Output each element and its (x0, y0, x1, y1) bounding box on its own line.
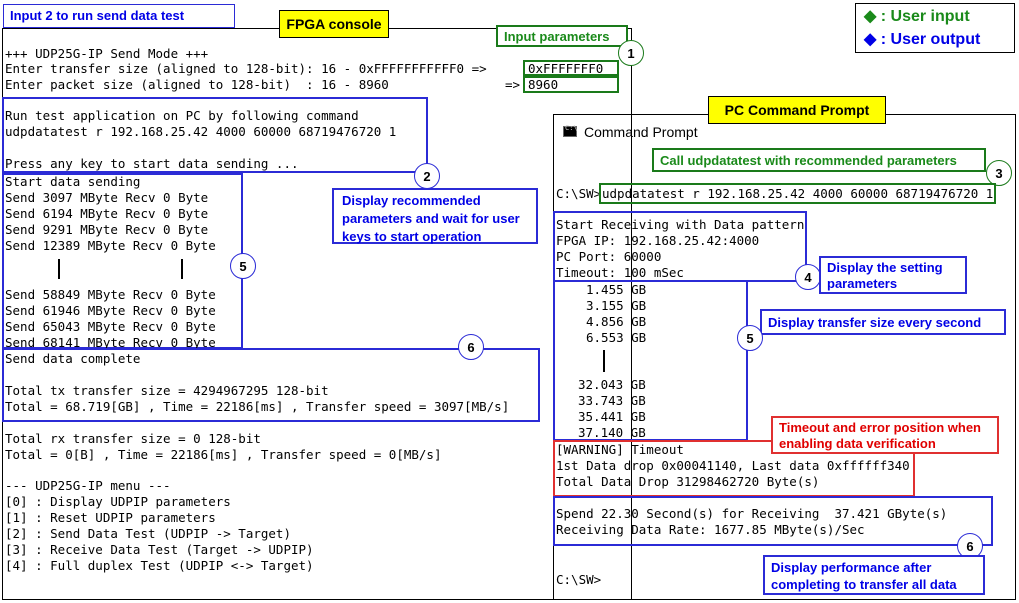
title-pc-command-prompt: PC Command Prompt (708, 96, 886, 124)
marker-3: 3 (986, 160, 1012, 186)
fpga-run-line1: Run test application on PC by following … (5, 108, 359, 123)
fpga-total-tx-line: Total = 68.719[GB] , Time = 22186[ms] , … (5, 399, 510, 414)
callout-performance: Display performance after completing to … (763, 555, 985, 595)
callout-call-udpdatatest: Call udpdatatest with recommended parame… (652, 148, 986, 172)
marker-2: 2 (414, 163, 440, 189)
fpga-prompt-packet: Enter packet size (aligned to 128-bit) :… (5, 77, 389, 92)
fpga-start-sending: Start data sending (5, 174, 141, 189)
marker-4: 4 (795, 264, 821, 290)
marker-6a: 6 (458, 334, 484, 360)
ellipsis-bar (181, 259, 183, 279)
performance-box (553, 496, 993, 546)
ellipsis-bar (603, 350, 605, 372)
send-line: Send 65043 MByte Recv 0 Byte (5, 319, 216, 334)
menu-item: [2] : Send Data Test (UDPIP -> Target) (5, 526, 291, 541)
menu-item: [0] : Display UDPIP parameters (5, 494, 231, 509)
pc-command: udpdatatest r 192.168.25.42 4000 60000 6… (602, 186, 994, 201)
fpga-total-rx-line: Total = 0[B] , Time = 22186[ms] , Transf… (5, 447, 442, 462)
setting-line: Timeout: 100 mSec (556, 265, 684, 280)
callout-input-parameters: Input parameters (496, 25, 628, 47)
perf-line: Spend 22.30 Second(s) for Receiving 37.4… (556, 506, 948, 521)
size-line: 33.743 GB (578, 393, 646, 408)
marker-5b: 5 (737, 325, 763, 351)
fpga-total-tx: Total tx transfer size = 4294967295 128-… (5, 383, 329, 398)
warning-line: Total Data Drop 31298462720 Byte(s) (556, 474, 820, 489)
complete-box (2, 348, 540, 422)
callout-transfer-size: Display transfer size every second (760, 309, 1006, 335)
fpga-prompt-packet-arrow: => (505, 77, 521, 92)
marker-1: 1 (618, 40, 644, 66)
setting-line: FPGA IP: 192.168.25.42:4000 (556, 233, 760, 248)
warning-line: 1st Data drop 0x00041140, Last data 0xff… (556, 458, 910, 473)
fpga-prompt-transfer: Enter transfer size (aligned to 128-bit)… (5, 61, 487, 76)
send-line: Send 12389 MByte Recv 0 Byte (5, 238, 216, 253)
size-line: 37.140 GB (578, 425, 646, 440)
input-packet-size-box (523, 76, 619, 93)
input-transfer-size-value: 0xFFFFFFF0 (528, 61, 604, 76)
size-line: 32.043 GB (578, 377, 646, 392)
fpga-header: +++ UDP25G-IP Send Mode +++ (5, 46, 209, 61)
fpga-complete: Send data complete (5, 351, 141, 366)
send-line: Send 61946 MByte Recv 0 Byte (5, 303, 216, 318)
menu-item: [4] : Full duplex Test (UDPIP <-> Target… (5, 558, 314, 573)
cmd-window-title: Command Prompt (584, 124, 698, 140)
menu-item: [1] : Reset UDPIP parameters (5, 510, 216, 525)
pc-prompt: C:\SW> (556, 186, 602, 201)
size-line: 6.553 GB (586, 330, 647, 345)
legend-user-input: ◆ : User input (864, 8, 970, 25)
legend-user-output: ◆ : User output (864, 31, 981, 48)
pc-final-prompt: C:\SW> (556, 572, 602, 587)
perf-line: Receiving Data Rate: 1677.85 MByte(s)/Se… (556, 522, 865, 537)
recommended-box (2, 97, 428, 173)
setting-line: Start Receiving with Data pattern (556, 217, 805, 232)
fpga-run-line2: udpdatatest r 192.168.25.42 4000 60000 6… (5, 124, 397, 139)
title-fpga-console: FPGA console (279, 10, 389, 38)
send-line: Send 9291 MByte Recv 0 Byte (5, 222, 209, 237)
marker-6b: 6 (957, 533, 983, 559)
send-line: Send 3097 MByte Recv 0 Byte (5, 190, 209, 205)
warning-line: [WARNING] Timeout (556, 442, 684, 457)
send-line: Send 68141 MByte Recv 0 Byte (5, 335, 216, 350)
ellipsis-bar (58, 259, 60, 279)
size-line: 3.155 GB (586, 298, 647, 313)
size-line: 35.441 GB (578, 409, 646, 424)
legend-box (855, 3, 1015, 53)
fpga-press-key: Press any key to start data sending ... (5, 156, 299, 171)
size-line: 1.455 GB (586, 282, 647, 297)
marker-5a: 5 (230, 253, 256, 279)
callout-recommended: Display recommended parameters and wait … (332, 188, 538, 244)
size-line: 4.856 GB (586, 314, 647, 329)
input-transfer-size-box (523, 60, 619, 76)
send-line: Send 6194 MByte Recv 0 Byte (5, 206, 209, 221)
cmd-window-icon: C:\ (563, 124, 578, 137)
callout-setting-params: Display the setting parameters (819, 256, 967, 294)
fpga-total-rx: Total rx transfer size = 0 128-bit (5, 431, 261, 446)
send-line: Send 58849 MByte Recv 0 Byte (5, 287, 216, 302)
menu-title: --- UDP25G-IP menu --- (5, 478, 171, 493)
callout-timeout-error: Timeout and error position when enabling… (771, 416, 999, 454)
title-send-test: Input 2 to run send data test (3, 4, 235, 28)
pc-command-box (599, 183, 996, 204)
setting-line: PC Port: 60000 (556, 249, 662, 264)
menu-item: [3] : Receive Data Test (Target -> UDPIP… (5, 542, 314, 557)
input-packet-size-value: 8960 (528, 77, 559, 92)
